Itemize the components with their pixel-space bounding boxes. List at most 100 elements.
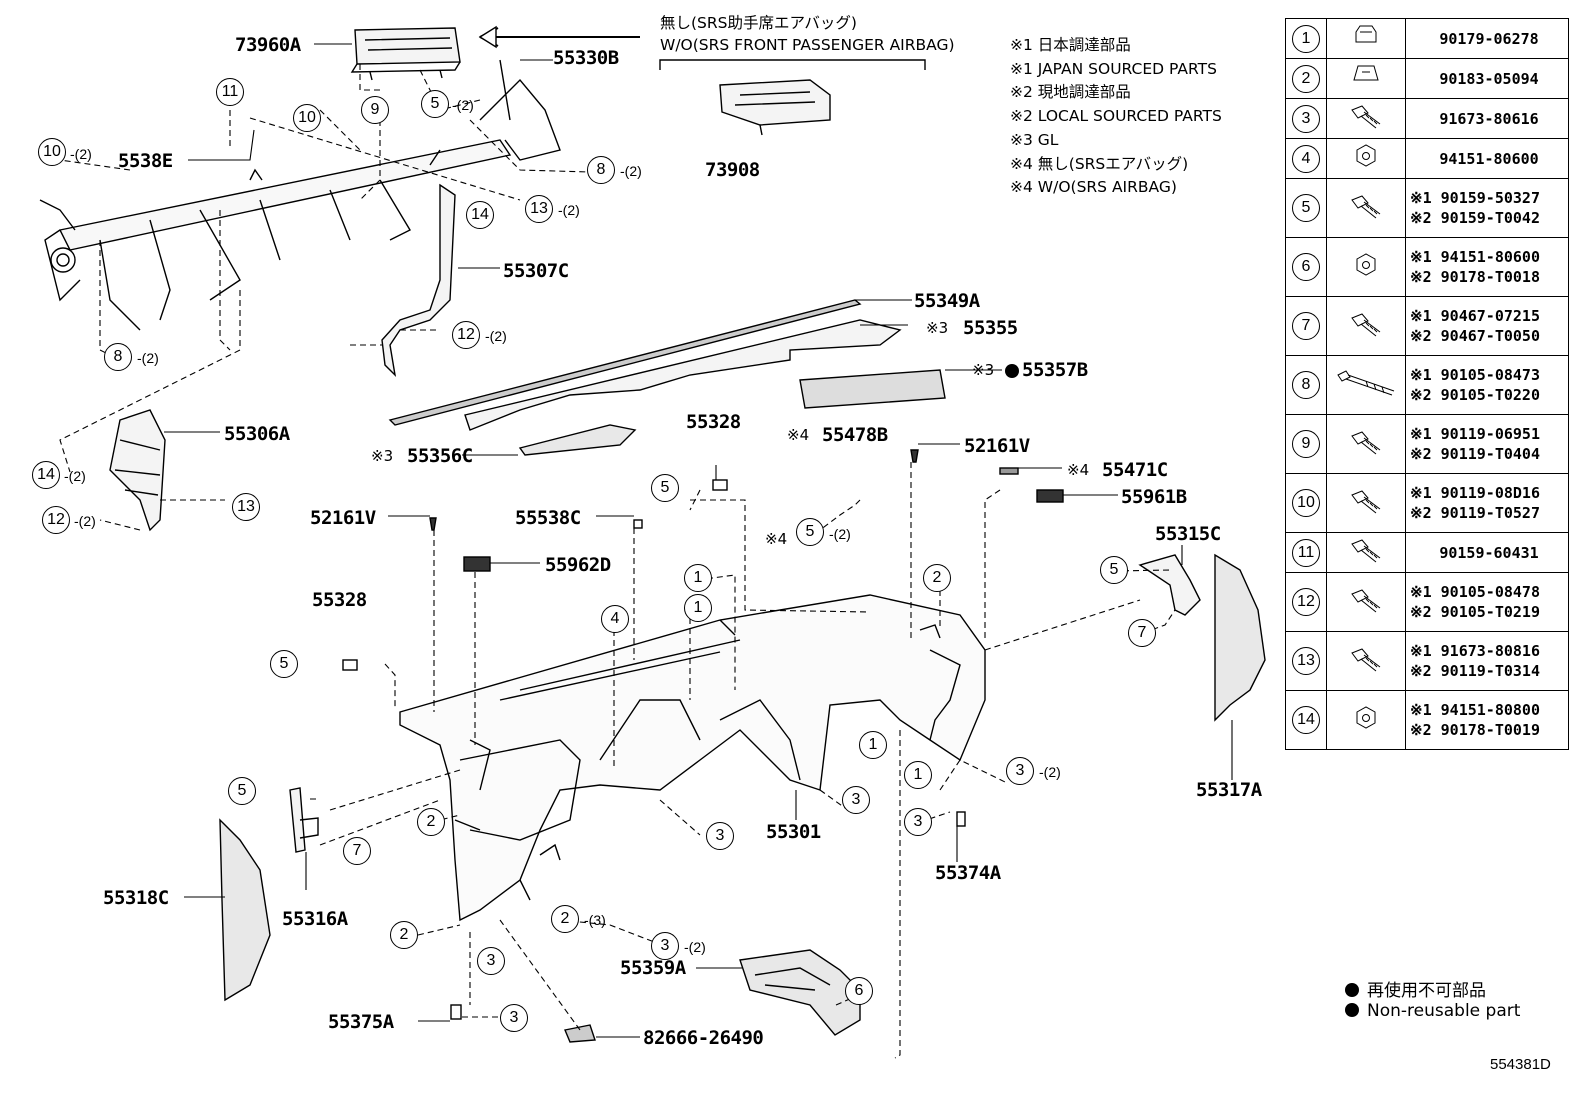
label-55318c: 55318C bbox=[103, 887, 169, 909]
label-55315c: 55315C bbox=[1155, 523, 1221, 545]
qty: -(2) bbox=[137, 350, 159, 366]
label-55359a: 55359A bbox=[620, 957, 686, 979]
legend-part-number: 91673-80616 bbox=[1439, 109, 1539, 128]
legend-number: 2 bbox=[1292, 64, 1320, 93]
legend-number: 6 bbox=[1292, 253, 1320, 281]
callout-3: 3 bbox=[904, 808, 932, 836]
label-55374a: 55374A bbox=[935, 862, 1001, 884]
legend-icon-cell bbox=[1326, 414, 1406, 474]
legend-icon-cell bbox=[1326, 473, 1406, 533]
callout-13: 13 bbox=[525, 195, 553, 223]
callout-8: 8 bbox=[587, 156, 615, 184]
legend-num-cell: 4 bbox=[1285, 138, 1327, 179]
qty: -(2) bbox=[452, 97, 474, 113]
label-55538c: 55538C bbox=[515, 507, 581, 529]
fastener-icon bbox=[1355, 25, 1377, 43]
note-line: ※2 現地調達部品 bbox=[1010, 83, 1131, 102]
legend-part-number: ※1 90105-08478 bbox=[1410, 583, 1540, 601]
legend-icon-cell bbox=[1326, 138, 1406, 179]
label-5538e: 5538E bbox=[118, 150, 173, 172]
callout-1: 1 bbox=[684, 564, 712, 592]
legend-part-number-cell: ※1 94151-80600※2 90178-T0018 bbox=[1405, 237, 1569, 297]
legend-row: 1 90179-06278 bbox=[1285, 18, 1569, 59]
note-line: ※2 LOCAL SOURCED PARTS bbox=[1010, 107, 1222, 126]
legend-part-number-cell: ※1 91673-80816※2 90119-T0314 bbox=[1405, 631, 1569, 691]
label-73960a: 73960A bbox=[235, 34, 301, 56]
fastener-icon bbox=[1351, 430, 1381, 454]
callout-2: 2 bbox=[417, 808, 445, 836]
label-55356c: 55356C bbox=[407, 445, 473, 467]
callout-3: 3 bbox=[706, 822, 734, 850]
legend-row: 13 ※1 91673-80816※2 90119-T0314 bbox=[1285, 631, 1569, 691]
label-55471c: 55471C bbox=[1102, 459, 1168, 481]
callout-2: 2 bbox=[923, 564, 951, 592]
callout-5: 5 bbox=[421, 90, 449, 118]
fastener-icon bbox=[1351, 489, 1381, 513]
label-55328-left: 55328 bbox=[312, 589, 367, 611]
legend-icon-cell bbox=[1326, 98, 1406, 139]
qty: -(2) bbox=[558, 202, 580, 218]
legend-num-cell: 7 bbox=[1285, 296, 1327, 356]
callout-1: 1 bbox=[904, 761, 932, 789]
nonreusable-dot bbox=[1005, 364, 1019, 378]
callout-5: 5 bbox=[228, 777, 256, 805]
nonreusable-en-text: Non-reusable part bbox=[1367, 1001, 1521, 1021]
callout-4: 4 bbox=[601, 605, 629, 633]
callout-3: 3 bbox=[500, 1004, 528, 1032]
legend-row: 10※1 90119-08D16※2 90119-T0527 bbox=[1285, 473, 1569, 533]
legend-number: 4 bbox=[1292, 144, 1320, 173]
callout-6: 6 bbox=[845, 977, 873, 1005]
callout-9: 9 bbox=[361, 96, 389, 124]
legend-row: 6 ※1 94151-80600※2 90178-T0018 bbox=[1285, 237, 1569, 297]
label-52161v-right: 52161V bbox=[964, 435, 1030, 457]
fastener-icon bbox=[1337, 369, 1395, 395]
nonreusable-note-en: Non-reusable part bbox=[1345, 1001, 1520, 1021]
legend-part-number: 90179-06278 bbox=[1439, 29, 1539, 48]
label-52161v-left: 52161V bbox=[310, 507, 376, 529]
callout-3: 3 bbox=[651, 932, 679, 960]
legend-num-cell: 11 bbox=[1285, 532, 1327, 573]
label-55317a: 55317A bbox=[1196, 779, 1262, 801]
label-55357b: 55357B bbox=[1022, 359, 1088, 381]
fastener-icon bbox=[1351, 105, 1381, 129]
legend-row: 8※1 90105-08473※2 90105-T0220 bbox=[1285, 355, 1569, 415]
legend-icon-cell bbox=[1326, 296, 1406, 356]
legend-part-number-cell: ※1 90105-08478※2 90105-T0219 bbox=[1405, 572, 1569, 632]
callout-12: 12 bbox=[452, 321, 480, 349]
legend-part-number-cell: ※1 94151-80800※2 90178-T0019 bbox=[1405, 690, 1569, 750]
callout-3: 3 bbox=[1006, 757, 1034, 785]
qty: -(2) bbox=[1039, 764, 1061, 780]
callout-5: 5 bbox=[1100, 556, 1128, 584]
legend-num-cell: 10 bbox=[1285, 473, 1327, 533]
legend-part-number: ※2 90178-T0018 bbox=[1410, 268, 1540, 286]
bullet-dot-icon bbox=[1345, 1003, 1359, 1017]
callout-13: 13 bbox=[232, 493, 260, 521]
label-55478b: 55478B bbox=[822, 424, 888, 446]
note-line: ※4 W/O(SRS AIRBAG) bbox=[1010, 178, 1177, 197]
legend-num-cell: 1 bbox=[1285, 18, 1327, 59]
fastener-icon bbox=[1351, 194, 1381, 218]
legend-part-number: 90159-60431 bbox=[1439, 543, 1539, 562]
legend-number: 13 bbox=[1292, 647, 1320, 675]
nonreusable-note-jp: 再使用不可部品 bbox=[1345, 976, 1486, 1001]
legend-part-number: ※2 90159-T0042 bbox=[1410, 209, 1540, 227]
legend-number: 9 bbox=[1292, 430, 1320, 458]
legend-num-cell: 2 bbox=[1285, 58, 1327, 99]
callout-12: 12 bbox=[42, 506, 70, 534]
legend-part-number: ※1 94151-80800 bbox=[1410, 701, 1540, 719]
note-no-passenger-airbag-jp: 無し(SRS助手席エアバッグ) bbox=[660, 14, 857, 32]
legend-part-number: ※2 90467-T0050 bbox=[1410, 327, 1540, 345]
diagram-code: 554381D bbox=[1490, 1056, 1551, 1073]
legend-part-number: ※1 91673-80816 bbox=[1410, 642, 1540, 660]
legend-row: 7※1 90467-07215※2 90467-T0050 bbox=[1285, 296, 1569, 356]
label-55330b: 55330B bbox=[553, 47, 619, 69]
legend-icon-cell bbox=[1326, 178, 1406, 238]
legend-num-cell: 9 bbox=[1285, 414, 1327, 474]
legend-part-number-cell: ※1 90105-08473※2 90105-T0220 bbox=[1405, 355, 1569, 415]
legend-part-number: ※1 90105-08473 bbox=[1410, 366, 1540, 384]
legend-icon-cell bbox=[1326, 631, 1406, 691]
legend-part-number-cell: ※1 90119-06951※2 90119-T0404 bbox=[1405, 414, 1569, 474]
